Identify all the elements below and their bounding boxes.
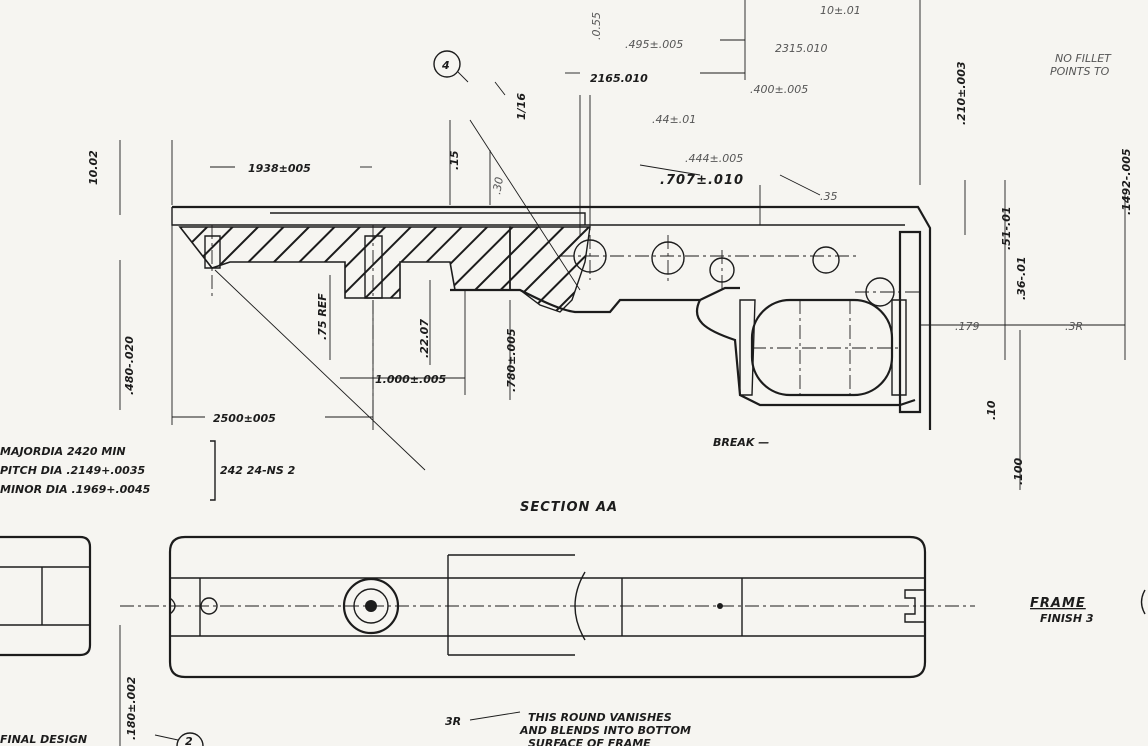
section-label: SECTION AA [520,500,618,515]
dim-10: .10 [985,400,998,420]
svg-text:PITCH DIA .2149+.0035: PITCH DIA .2149+.0035 [0,464,145,477]
dim-707: .707±.010 [660,173,744,188]
dim-top1: 10±.01 [820,4,861,17]
dim-2500: 2500±005 [213,412,276,425]
dim-1000: 1.000±.005 [375,373,446,386]
svg-text:2: 2 [185,735,193,746]
svg-text:4: 4 [441,59,450,72]
note-frame: FRAME [1030,596,1086,611]
guard-opening [750,298,894,397]
dim-36: .36-.01 [1015,256,1028,300]
svg-text:MAJORDIA 2420 MIN: MAJORDIA 2420 MIN [0,445,126,458]
dim-top2: .0.55 [590,12,603,40]
dim-3r-upper: .3R [1065,320,1083,333]
dim-2165: 2165.010 [590,72,648,85]
dim-75: .75 REF [316,293,329,340]
dim-210: .210±.003 [955,61,968,125]
dim-495: .495±.005 [625,38,683,51]
dimension-lines-upper [119,0,1126,490]
dim-51: .51-.01 [1000,206,1013,250]
dim-480: .480-.020 [123,336,136,395]
callout-balloon-4: 4 [433,50,506,96]
break-label: BREAK — [713,436,769,449]
svg-text:242 24-NS 2: 242 24-NS 2 [220,464,296,477]
dim-444: .444±.005 [685,152,743,165]
callout-balloon-2: 2 [176,732,204,746]
dim-179: .179 [955,320,980,333]
plan-view [0,535,975,746]
dim-44: .44±.01 [652,113,696,126]
dim-180: .180±.002 [125,676,138,740]
note-round-1: THIS ROUND VANISHES [528,711,672,724]
dim-1492: .1492-.005 [1120,148,1133,215]
note-final-design: FINAL DESIGN [0,733,87,746]
note-round-2: AND BLENDS INTO BOTTOM [519,724,691,737]
dim-1002: 10.02 [87,150,100,185]
dim-100: .100 [1012,458,1025,485]
dim-35: .35 [820,190,838,203]
hatched-body-mid [509,226,591,313]
section-aa-view: SECTION AA BREAK — [171,205,932,515]
dim-3r-lower: 3R [445,715,461,728]
hatched-body-left [178,226,511,299]
dim-15: .15 [448,150,461,170]
svg-text:MINOR DIA .1969+.0045: MINOR DIA .1969+.0045 [0,483,151,496]
dim-22: .22.07 [418,319,431,358]
note-round-3: SURFACE OF FRAME [528,737,651,746]
dim-780: .780±.005 [505,328,518,392]
note-no-fillet: NO FILLET [1055,52,1112,65]
dim-30: .30 [490,176,506,195]
dim-2315: 2315.010 [775,42,828,55]
thread-spec: MAJORDIA 2420 MIN PITCH DIA .2149+.0035 … [0,440,296,501]
dim-400: .400±.005 [750,83,808,96]
dim-1938: 1938±005 [248,162,311,175]
note-points-to: POINTS TO [1050,65,1110,78]
hole-4 [812,246,840,274]
dim-16: 1/16 [515,93,528,120]
note-finish: FINISH 3 [1040,612,1094,625]
